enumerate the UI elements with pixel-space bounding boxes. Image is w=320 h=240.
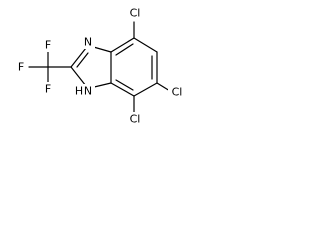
bond-c3a-c4-double (110, 37, 135, 53)
atom-label-n-top: N (84, 36, 92, 49)
bond-c6-to-cl-right (156, 82, 171, 92)
atom-label-f-top: F (45, 39, 51, 52)
bond-c2-n3-double-inner (76, 52, 89, 68)
bond-c6-c7 (133, 82, 158, 97)
atom-label-f-left: F (18, 61, 24, 74)
atom-label-h-bottom: H (75, 85, 83, 98)
atom-label-f-bottom: F (45, 83, 51, 96)
bond-c7-c7a-double (110, 82, 135, 97)
atom-label-cl-right: Cl (172, 86, 183, 99)
atom-labels: F F F N N H Cl Cl Cl (14, 6, 186, 126)
atom-label-n-bottom: N (84, 85, 92, 98)
chemical-structure-diagram: F F F N N H Cl Cl Cl (14, 6, 186, 126)
bond-c3a-c4-double-inner (115, 43, 134, 56)
bond-c4-c5 (133, 37, 158, 53)
bond-c7-c7a-double-inner (115, 79, 134, 91)
bonds (28, 21, 171, 113)
atom-label-cl-top: Cl (130, 7, 141, 20)
atom-label-cl-bottom: Cl (130, 113, 141, 126)
bond-c2-n1 (70, 66, 87, 87)
bond-c2-n3-double (70, 47, 87, 68)
